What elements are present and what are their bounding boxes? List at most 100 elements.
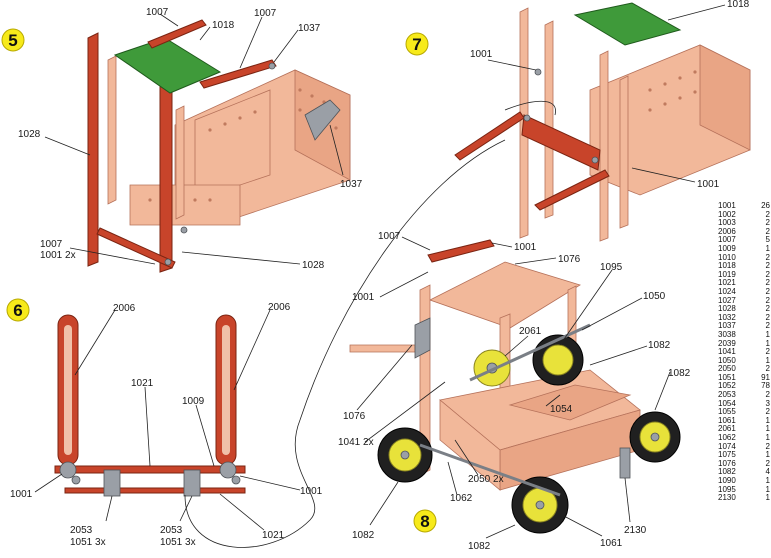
- part-number: 1024: [718, 286, 736, 296]
- part-quantity: 2: [765, 252, 770, 262]
- label-1037: 1037: [340, 179, 363, 190]
- label-1041-2x: 1041 2x: [338, 437, 374, 448]
- part-number: 1009: [718, 243, 736, 253]
- part-number: 1027: [718, 295, 736, 305]
- part-number: 3038: [718, 329, 736, 339]
- parts-list-row: 1061 1: [718, 415, 770, 426]
- parts-list-row: 1055 2: [718, 408, 770, 417]
- label-1001: 1001: [470, 49, 493, 60]
- part-number: 2061: [718, 424, 736, 434]
- wheel-front-right: [511, 476, 569, 534]
- label-1082: 1082: [468, 541, 491, 552]
- label-1076: 1076: [558, 254, 581, 265]
- part-number: 1021: [718, 278, 736, 288]
- part-number: 1082: [718, 467, 736, 477]
- part-quantity: 4: [765, 467, 770, 477]
- part-quantity: 2: [765, 278, 770, 288]
- label-1082: 1082: [668, 368, 691, 379]
- part-quantity: 2: [765, 304, 770, 314]
- label-1062: 1062: [450, 493, 473, 504]
- step-5-badge: [1, 28, 25, 52]
- step-6-assembly: 6 2006 2006 1021 1009 1001 1001 2053 105…: [6, 298, 323, 548]
- label-1001: 1001: [352, 292, 375, 303]
- label-1001-2x: 1001 2x: [40, 250, 76, 261]
- part-quantity: 78: [761, 381, 770, 391]
- parts-list-row: 2130 1: [718, 494, 770, 503]
- part-number: 1076: [718, 458, 736, 468]
- part-quantity: 5: [765, 235, 770, 245]
- part-quantity: 1: [765, 355, 770, 365]
- part-number: 1010: [718, 252, 736, 262]
- assembly-connector-line: [184, 139, 506, 548]
- part-quantity: 2: [765, 347, 770, 357]
- step-7-assembly: 7 1018 1001 1001: [405, 0, 751, 242]
- part-number: 1055: [718, 407, 736, 417]
- label-1054: 1054: [550, 404, 573, 415]
- part-number: 1090: [718, 476, 736, 485]
- part-number: 1061: [718, 415, 736, 425]
- label-1037: 1037: [298, 23, 321, 34]
- part-number: 1037: [718, 321, 736, 331]
- label-1061: 1061: [600, 538, 623, 549]
- part-number: 1002: [718, 209, 736, 219]
- label-2053: 2053: [160, 525, 183, 536]
- parts-list-row: 1041 2: [718, 347, 770, 357]
- wheel-rear-left: [532, 334, 584, 386]
- parts-list-row: 1082 4: [718, 468, 770, 477]
- parts-list-row: 1021 2: [718, 279, 770, 288]
- label-2006: 2006: [268, 302, 291, 313]
- parts-list-row: 1028 2: [718, 305, 770, 314]
- part-number: 2130: [718, 493, 736, 503]
- parts-list-row: 1024 2: [718, 286, 770, 297]
- part-quantity: 2: [765, 407, 770, 417]
- part-quantity: 2: [765, 458, 770, 468]
- part-quantity: 1: [765, 433, 770, 443]
- label-1082: 1082: [648, 340, 671, 351]
- part-quantity: 2: [765, 209, 770, 219]
- label-1001: 1001: [10, 489, 33, 500]
- part-quantity: 1: [765, 493, 770, 503]
- step-7-number: 7: [412, 35, 421, 54]
- parts-list-row: 1002 2: [718, 209, 770, 220]
- part-quantity: 1: [765, 243, 770, 253]
- part-number: 1041: [718, 347, 736, 357]
- part-quantity: 1: [765, 484, 770, 494]
- label-2050-2x: 2050 2x: [468, 474, 504, 485]
- part-quantity: 3: [765, 398, 770, 408]
- label-1028: 1028: [302, 260, 325, 271]
- step-7-badge: [405, 32, 429, 56]
- label-1095: 1095: [600, 262, 623, 273]
- step-5-number: 5: [8, 31, 17, 50]
- part-number: 2053: [718, 390, 736, 400]
- label-1028: 1028: [18, 129, 41, 140]
- part-number: 1028: [718, 304, 736, 314]
- label-1050: 1050: [643, 291, 666, 302]
- label-2006: 2006: [113, 303, 136, 314]
- label-1007: 1007: [378, 231, 401, 242]
- step-5-assembly: 5 1007 1018 1007 1037 1028 1037 1007 100…: [1, 7, 363, 273]
- part-quantity: 2: [765, 312, 770, 322]
- part-quantity: 2: [765, 390, 770, 400]
- part-number: 1019: [718, 269, 736, 279]
- part-quantity: 1: [765, 415, 770, 425]
- label-1009: 1009: [182, 396, 205, 407]
- part-quantity: 1: [765, 329, 770, 339]
- part-number: 1052: [718, 381, 736, 391]
- parts-list-row: 1009 1: [718, 243, 770, 254]
- label-1021: 1021: [131, 378, 154, 389]
- part-quantity: 2: [765, 286, 770, 296]
- part-quantity: 2: [765, 321, 770, 331]
